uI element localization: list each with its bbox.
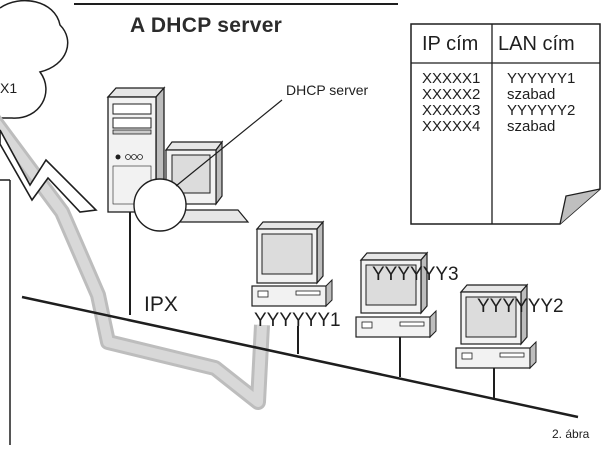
- lan-column: YYYYYY1 szabad YYYYYY2 szabad: [507, 71, 575, 135]
- ip-cell: XXXXX1: [422, 70, 481, 87]
- lan-cell: szabad: [507, 118, 556, 135]
- lan-cell: YYYYYY2: [507, 102, 576, 119]
- table-header-ip: IP cím: [422, 33, 479, 55]
- pc-3-label: YYYYYY3: [372, 264, 459, 285]
- ip-cell: XXXXX4: [422, 118, 481, 135]
- server-label-pointer: [175, 99, 283, 187]
- dhcp-process-circle: [133, 178, 187, 232]
- pc-1-label: YYYYYY1: [254, 310, 341, 331]
- diagram-title: A DHCP server: [130, 14, 283, 37]
- ip-column: XXXXX1 XXXXX2 XXXXX3 XXXXX4: [422, 71, 480, 135]
- figure-caption: 2. ábra: [552, 427, 590, 441]
- pc-1-icon: [251, 220, 333, 308]
- ip-cell: XXXXX2: [422, 86, 481, 103]
- server-label: DHCP server: [286, 82, 369, 98]
- pc-3-icon: [355, 251, 437, 339]
- ip-cell: XXXXX3: [422, 102, 481, 119]
- pc-2-label: YYYYYY2: [477, 296, 564, 317]
- lan-path-inner: [0, 120, 267, 407]
- internet-cloud: [0, 0, 69, 119]
- pc-2-icon: [455, 283, 537, 370]
- lightning-bolt-icon: [0, 129, 98, 213]
- cloud-label: X1: [0, 80, 18, 96]
- table-header-lan: LAN cím: [498, 33, 575, 55]
- lan-cell: YYYYYY1: [507, 70, 576, 87]
- network-bus: [21, 295, 579, 419]
- network-label: IPX: [144, 293, 178, 316]
- lease-table-paper: [410, 23, 601, 225]
- lan-cell: szabad: [507, 86, 556, 103]
